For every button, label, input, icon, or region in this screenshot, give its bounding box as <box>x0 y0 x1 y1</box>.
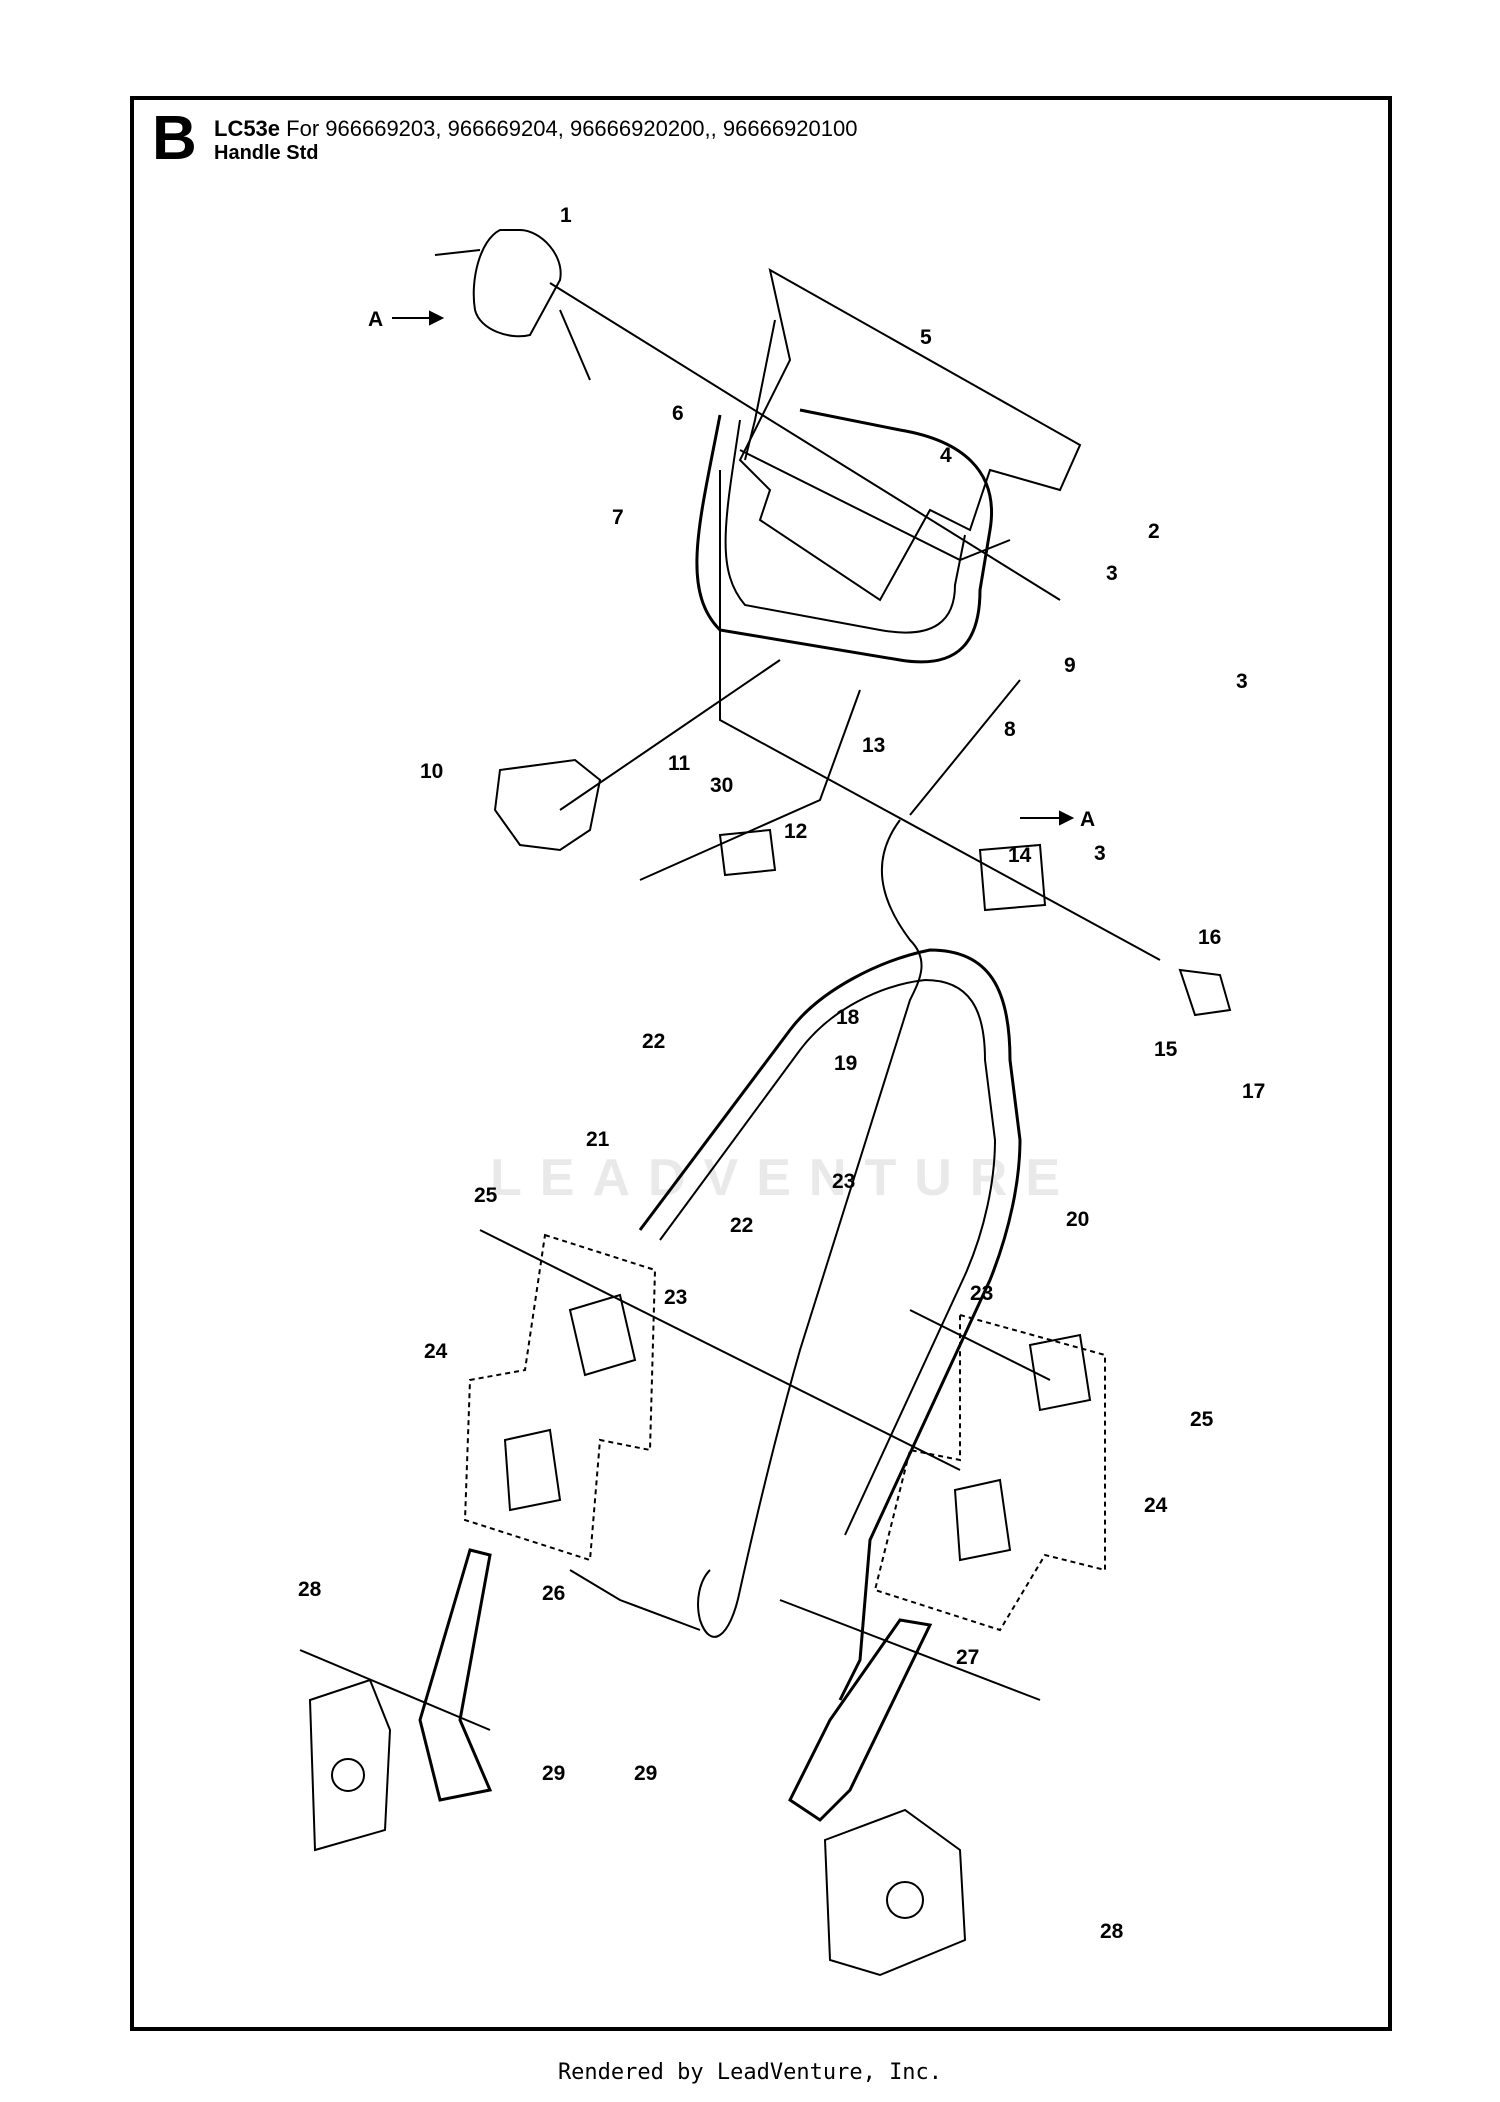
callout-A-right: A <box>1080 808 1095 831</box>
callout-30: 30 <box>710 774 733 797</box>
callout-22: 22 <box>642 1030 665 1053</box>
callout-14: 14 <box>1008 844 1032 867</box>
mount-plate-left <box>308 1678 392 1852</box>
adjuster-left-lower <box>503 1428 562 1512</box>
cable-5-outline <box>738 268 1082 602</box>
clip-12 <box>718 828 777 877</box>
watermark-text: LEADVENTURE <box>490 1149 1079 1207</box>
callout-3: 3 <box>1094 842 1106 865</box>
leader-line <box>479 1229 961 1471</box>
footer-credit: Rendered by LeadVenture, Inc. <box>557 2060 943 2085</box>
callout-29: 29 <box>542 1762 565 1785</box>
leader-line <box>779 1599 1041 1701</box>
callout-6: 6 <box>672 402 684 425</box>
callout-5: 5 <box>920 326 932 349</box>
leader-line <box>909 1309 1051 1381</box>
callout-23: 23 <box>970 1282 993 1305</box>
bracket-14 <box>978 843 1047 912</box>
callout-4: 4 <box>940 444 952 467</box>
leader-line <box>744 319 776 461</box>
callout-27: 27 <box>956 1646 979 1669</box>
leader-line <box>909 679 1021 816</box>
callout-22: 22 <box>730 1214 753 1237</box>
handle-cover <box>493 758 602 852</box>
callout-16: 16 <box>1198 926 1221 949</box>
callout-11: 11 <box>668 752 691 775</box>
adjuster-right-lower <box>953 1478 1012 1562</box>
callout-28: 28 <box>1100 1920 1124 1943</box>
callout-24: 24 <box>1144 1494 1168 1517</box>
lower-handle-inner <box>659 978 997 1536</box>
callout-7: 7 <box>612 506 624 529</box>
callout-19: 19 <box>834 1052 857 1075</box>
callout-A-left: A <box>368 308 383 331</box>
callout-3: 3 <box>1106 562 1118 585</box>
arrow-a-right-head <box>1059 810 1075 826</box>
callout-1: 1 <box>560 204 572 227</box>
diagram-title: LC53e For 966669203, 966669204, 96666920… <box>214 116 857 142</box>
adjuster-group-right <box>873 1313 1106 1632</box>
adjuster-right-upper <box>1028 1333 1092 1412</box>
adjuster-group-left <box>463 1233 657 1562</box>
leader-line <box>299 1649 491 1731</box>
diagram-subtitle: Handle Std <box>214 142 319 164</box>
control-box <box>472 229 562 338</box>
mount-hole-right <box>886 1881 924 1919</box>
callout-8: 8 <box>1004 718 1016 741</box>
callout-21: 21 <box>586 1128 610 1151</box>
callout-25: 25 <box>1190 1408 1214 1431</box>
leader-line <box>719 470 1161 961</box>
callout-12: 12 <box>784 820 807 843</box>
upper-handle-inner <box>724 419 966 634</box>
lower-handle <box>638 948 1022 1701</box>
callout-18: 18 <box>836 1006 860 1029</box>
diagram-frame <box>130 96 1392 2031</box>
callout-25: 25 <box>474 1184 498 1207</box>
callout-9: 9 <box>1064 654 1076 677</box>
mount-hole-left <box>331 1758 365 1792</box>
callout-26: 26 <box>542 1582 565 1605</box>
model-numbers: For 966669203, 966669204, 96666920200,, … <box>280 116 858 141</box>
callout-17: 17 <box>1242 1080 1265 1103</box>
callout-15: 15 <box>1154 1038 1178 1061</box>
callout-2: 2 <box>1148 520 1160 543</box>
leader-line <box>559 659 781 811</box>
mount-plate-right <box>823 1808 967 1977</box>
control-cable-end <box>569 1569 701 1631</box>
control-lever <box>434 249 591 381</box>
callout-3: 3 <box>1236 670 1248 693</box>
callout-24: 24 <box>424 1340 448 1363</box>
model-name: LC53e <box>214 116 281 141</box>
section-letter: B <box>152 104 197 173</box>
upper-handle <box>695 408 993 664</box>
callout-10: 10 <box>420 760 443 783</box>
control-cable <box>697 819 923 1638</box>
callout-20: 20 <box>1066 1208 1089 1231</box>
leader-line <box>639 689 861 881</box>
callout-28: 28 <box>298 1578 322 1601</box>
callout-29: 29 <box>634 1762 657 1785</box>
knob-16 <box>1178 968 1232 1017</box>
adjuster-left-upper <box>568 1293 637 1377</box>
callout-23: 23 <box>664 1286 687 1309</box>
leader-line <box>549 282 1061 601</box>
callout-13: 13 <box>862 734 885 757</box>
callout-23: 23 <box>832 1170 855 1193</box>
arrow-a-left-head <box>429 310 445 326</box>
lower-bar-26 <box>418 1548 493 1802</box>
lower-bar-27 <box>788 1618 933 1822</box>
